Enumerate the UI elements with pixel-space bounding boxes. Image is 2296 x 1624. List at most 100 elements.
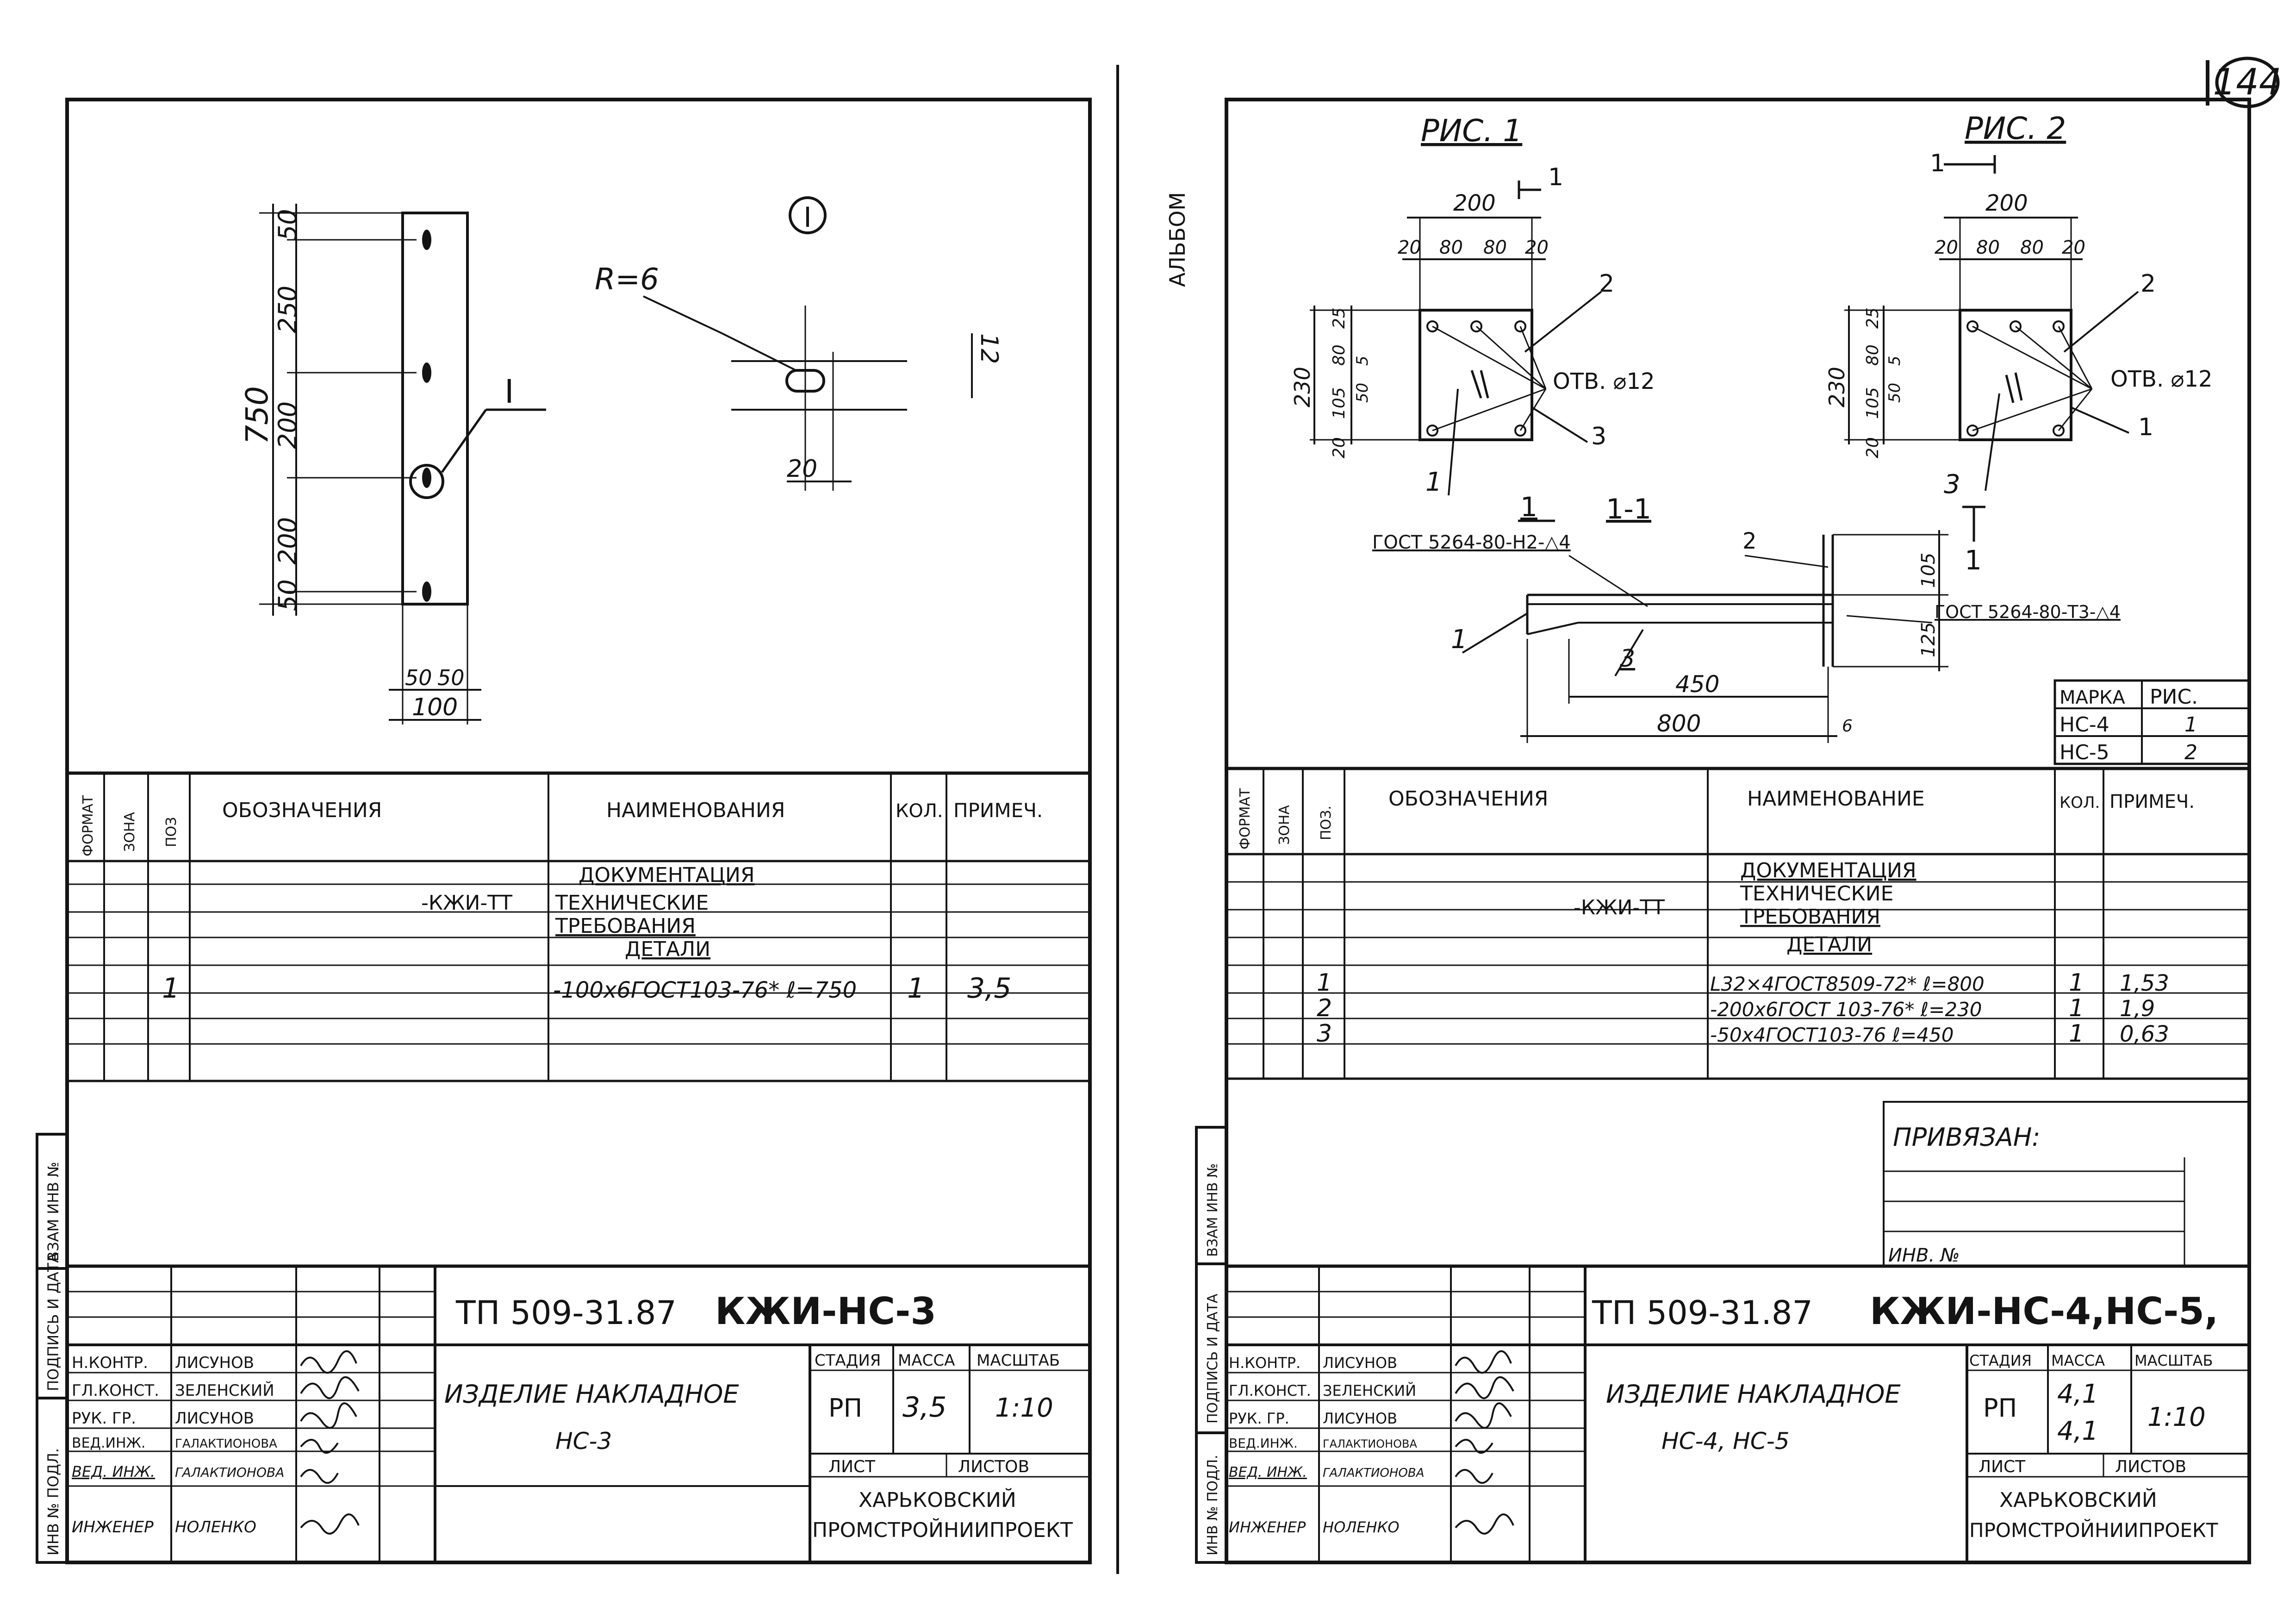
spec-header-designation: ОБОЗНАЧЕНИЯ (222, 799, 382, 822)
section-weld-top: ГОСТ 5264-80-Н2-△4 (1372, 532, 1571, 553)
marks-header-mark: МАРКА (2060, 687, 2125, 708)
fig2-h-25: 25 (1863, 307, 1882, 329)
left-role-1: Н.КОНТР. (72, 1354, 148, 1372)
fig2-w-80b: 80 (2020, 237, 2044, 258)
fig1-title: РИС. 1 (1421, 113, 1522, 149)
left-stamp-org-1: ХАРЬКОВСКИЙ (859, 1487, 1016, 1512)
detail-hole-length: 20 (787, 455, 817, 483)
right-signature-1 (1455, 1350, 1512, 1374)
left-role-3: РУК. ГР. (72, 1409, 136, 1428)
r-spec-header-name: НАИМЕНОВАНИЕ (1747, 787, 1925, 811)
left-frame (65, 98, 1092, 1564)
fig1-plate (1419, 309, 1533, 441)
r-spec-row-1-qty: 1 (2069, 969, 2084, 997)
r-spec-doc-name-1: ТЕХНИЧЕСКИЕ (1740, 882, 1893, 906)
fig2-h-total: 230 (1824, 367, 1849, 407)
fig1-h-50: 50 (1353, 383, 1372, 403)
spec-section-parts: ДЕТАЛИ (625, 937, 710, 961)
left-signature-4 (300, 1439, 339, 1454)
fig1-h-105: 105 (1330, 387, 1349, 419)
callout-label: I (504, 373, 514, 411)
right-stamp-h-mass: МАССА (2051, 1352, 2105, 1369)
left-stamp-h-stage: СТАДИЯ (815, 1351, 881, 1370)
left-stamp-scale: 1:10 (995, 1393, 1053, 1423)
left-plate-drawing: I 50 250 200 200 50 750 50 50 100 (239, 196, 1003, 725)
fig1-w-total: 200 (1453, 190, 1496, 216)
left-stamp-title-2: НС-3 (555, 1428, 612, 1455)
fig2-cut-mark: 1 (1930, 150, 1945, 177)
right-name-5: ГАЛАКТИОНОВА (1323, 1466, 1425, 1480)
spec-row-1-name: -100х6ГОСТ103-76* ℓ=750 (553, 977, 857, 1003)
r-spec-row-1-name: L32×4ГОСТ8509-72* ℓ=800 (1710, 973, 1985, 995)
fig2-h-105: 105 (1863, 387, 1882, 419)
spec-header-format: ФОРМАТ (80, 795, 96, 856)
right-role-1: Н.КОНТР. (1229, 1354, 1300, 1372)
fig1-lead-3: 3 (1591, 423, 1606, 450)
section-cut-left: 1 (1520, 491, 1537, 523)
left-name-4: ГАЛАКТИОНОВА (175, 1437, 277, 1451)
section-lead-2: 2 (1742, 528, 1757, 554)
r-spec-row-1-note: 1,53 (2120, 970, 2169, 996)
fig2-w-total: 200 (1985, 190, 2028, 216)
left-stamp-mark: КЖИ-НС-3 (715, 1290, 936, 1333)
right-stamp-mass-1: 4,1 (2057, 1379, 2098, 1409)
right-role-3: РУК. ГР. (1229, 1410, 1289, 1427)
left-side-label-inv: ИНВ № ПОДЛ. (44, 1448, 62, 1555)
right-role-2: ГЛ.КОНСТ. (1229, 1382, 1311, 1399)
right-stamp-h-stage: СТАДИЯ (1969, 1352, 2032, 1369)
section-d105: 105 (1918, 553, 1939, 588)
r-spec-doc-code: -КЖИ-ТТ (1574, 896, 1665, 919)
r-spec-row-3-pos: 3 (1317, 1020, 1332, 1048)
fig2-lead-2: 2 (2140, 270, 2156, 298)
fig1-h-80: 80 (1330, 344, 1349, 366)
spec-header-name: НАИМЕНОВАНИЯ (606, 799, 785, 822)
r-spec-row-2-name: -200х6ГОСТ 103-76* ℓ=230 (1710, 998, 1982, 1021)
right-name-2: ЗЕЛЕНСКИЙ (1323, 1382, 1416, 1399)
left-title-block: ТП 509-31.87 КЖИ-НС-3 Н.КОНТР. ГЛ.КОНСТ.… (67, 1264, 1090, 1562)
left-stamp-title-1: ИЗДЕЛИЕ НАКЛАДНОЕ (444, 1380, 739, 1409)
r-spec-doc-name-2: ТРЕБОВАНИЯ (1740, 905, 1880, 929)
fig1-w-80b: 80 (1483, 237, 1507, 258)
fig1-w-20a: 20 (1398, 237, 1421, 258)
right-stamp-title-1: ИЗДЕЛИЕ НАКЛАДНОЕ (1606, 1380, 1901, 1409)
right-signature-4 (1455, 1439, 1493, 1454)
section-d800: 800 (1657, 710, 1701, 737)
r-spec-header-designation: ОБОЗНАЧЕНИЯ (1388, 787, 1548, 811)
section-d6: 6 (1842, 717, 1853, 736)
left-role-2: ГЛ.КОНСТ. (72, 1381, 159, 1400)
right-signature-5 (1455, 1469, 1493, 1484)
right-name-4: ГАЛАКТИОНОВА (1323, 1437, 1417, 1450)
detail-mark-label: I (803, 201, 812, 234)
spec-row-1-note: 3,5 (967, 972, 1011, 1005)
r-spec-section-parts: ДЕТАЛИ (1786, 933, 1872, 956)
fig1-w-80a: 80 (1439, 237, 1463, 258)
left-stamp-h-sheets: ЛИСТОВ (958, 1457, 1029, 1476)
fig2-h-5: 5 (1885, 356, 1904, 366)
left-stamp-h-scale: МАСШТАБ (977, 1351, 1060, 1370)
fig2-w-80a: 80 (1976, 237, 2000, 258)
right-stamp-title-2: НС-4, НС-5 (1661, 1428, 1790, 1455)
left-name-6: НОЛЕНКО (175, 1518, 256, 1537)
marks-row-2-mark: НС-5 (2060, 741, 2109, 764)
left-stamp-h-sheet: ЛИСТ (828, 1457, 876, 1476)
spec-header-note: ПРИМЕЧ. (953, 799, 1043, 822)
r-spec-section-docs: ДОКУМЕНТАЦИЯ (1740, 859, 1916, 882)
right-sheet: ИНВ № ПОДЛ. ПОДПИСЬ И ДАТА ВЗАМ ИНВ № РИ… (1195, 98, 2251, 1564)
fig2-h-20: 20 (1863, 437, 1882, 458)
right-stamp-h-sheet: ЛИСТ (1979, 1457, 2026, 1476)
dim-200-b: 200 (273, 517, 302, 565)
right-signature-6 (1455, 1513, 1514, 1535)
figure-1: РИС. 1 1 200 20 80 80 20 (1290, 113, 1655, 497)
r-spec-row-3-qty: 1 (2069, 1020, 2084, 1048)
dim-250: 250 (273, 286, 302, 333)
r-spec-header-qty: КОЛ. (2060, 793, 2100, 812)
binding-inv: ИНВ. № (1888, 1245, 1960, 1266)
left-stamp-stage: РП (828, 1393, 862, 1423)
right-stamp-h-scale: МАСШТАБ (2134, 1352, 2213, 1369)
page-number: 144 (2206, 56, 2282, 108)
r-spec-row-1-pos: 1 (1317, 969, 1332, 997)
marks-table: МАРКА РИС. НС-4 1 НС-5 2 (2053, 679, 2251, 765)
figure-2: РИС. 2 1 200 20 80 80 20 (1824, 111, 2213, 500)
left-role-6: ИНЖЕНЕР (72, 1518, 154, 1537)
